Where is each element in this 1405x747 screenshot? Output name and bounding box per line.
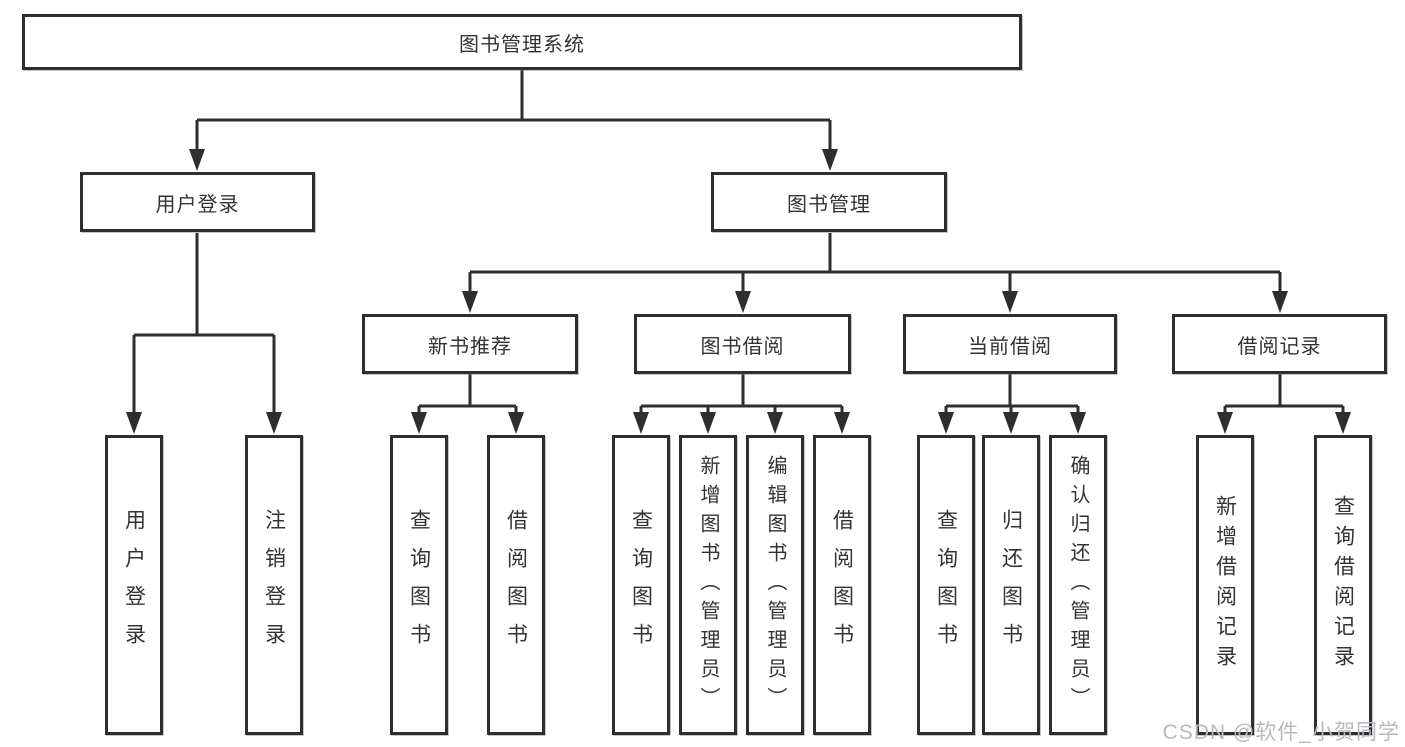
- leaf-return-book: 归还图书: [982, 435, 1040, 735]
- leaf-user-login: 用户登录: [105, 435, 163, 735]
- csdn-watermark: CSDN @软件_小贺同学: [1162, 721, 1400, 744]
- leaf-query-book-recommend: 查询图书: [390, 435, 448, 735]
- node-current-borrowing: 当前借阅: [903, 314, 1117, 374]
- leaf-query-borrow-record: 查询借阅记录: [1314, 435, 1372, 735]
- node-new-book-recommend: 新书推荐: [362, 314, 578, 374]
- node-book-borrowing: 图书借阅: [634, 314, 851, 374]
- leaf-query-book-borrowing: 查询图书: [612, 435, 670, 735]
- node-book-management: 图书管理: [711, 172, 947, 232]
- node-user-login: 用户登录: [80, 172, 315, 232]
- leaf-edit-book-admin: 编辑图书（管理员）: [746, 435, 804, 735]
- leaf-borrow-book-recommend: 借阅图书: [487, 435, 545, 735]
- leaf-query-book-current: 查询图书: [917, 435, 975, 735]
- node-root-system: 图书管理系统: [22, 14, 1022, 70]
- node-borrow-records: 借阅记录: [1172, 314, 1387, 374]
- leaf-add-borrow-record: 新增借阅记录: [1196, 435, 1254, 735]
- leaf-logout: 注销登录: [245, 435, 303, 735]
- leaf-borrow-book-borrowing: 借阅图书: [813, 435, 871, 735]
- leaf-confirm-return-admin: 确认归还（管理员）: [1049, 435, 1107, 735]
- leaf-add-book-admin: 新增图书（管理员）: [679, 435, 737, 735]
